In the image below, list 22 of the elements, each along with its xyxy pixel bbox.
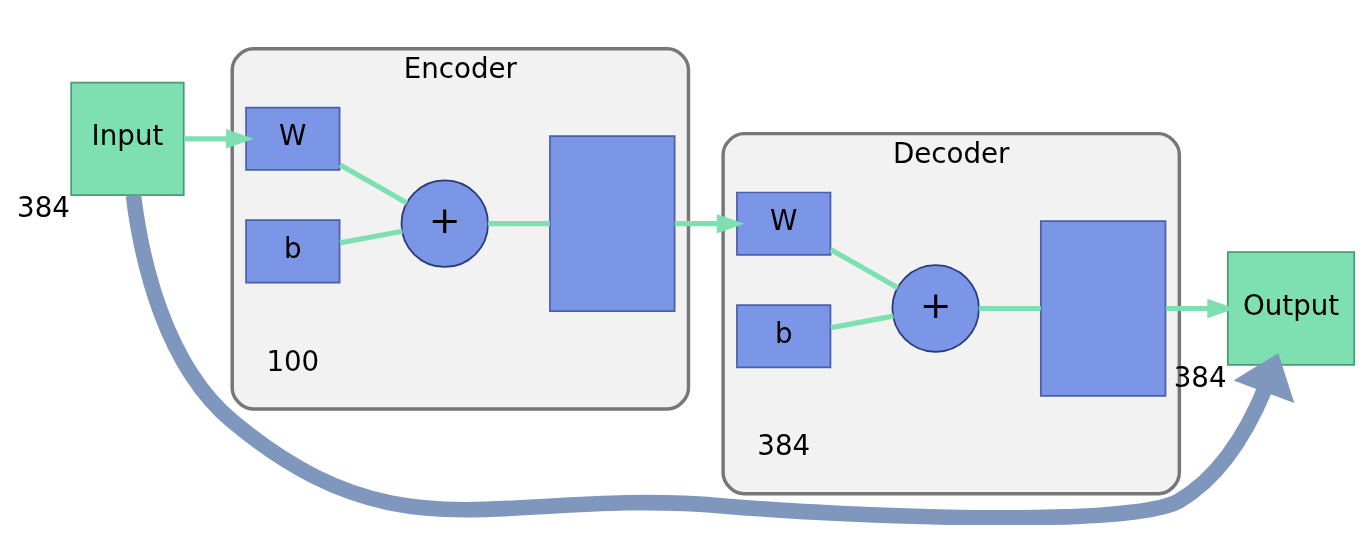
arrow xyxy=(125,194,1295,525)
arrow xyxy=(674,213,745,234)
node-box: b xyxy=(245,219,341,284)
node-label: 100 xyxy=(266,344,320,378)
connector xyxy=(338,162,409,206)
node-box: W xyxy=(736,191,832,256)
arrow xyxy=(184,129,254,149)
node-label: 384 xyxy=(757,429,811,463)
connector xyxy=(487,221,550,227)
node-box xyxy=(549,135,676,312)
node-box: W xyxy=(245,106,341,171)
connector xyxy=(339,228,403,246)
node-box xyxy=(1039,220,1167,397)
connector xyxy=(829,247,900,291)
node-label: 384 xyxy=(17,191,70,225)
connector xyxy=(830,313,894,331)
node-box: b xyxy=(736,304,832,369)
node-box: Output xyxy=(1226,251,1356,366)
node-circle: + xyxy=(891,264,980,353)
node-circle: + xyxy=(400,179,489,268)
node-box: Input xyxy=(70,81,185,196)
connector xyxy=(978,305,1041,312)
